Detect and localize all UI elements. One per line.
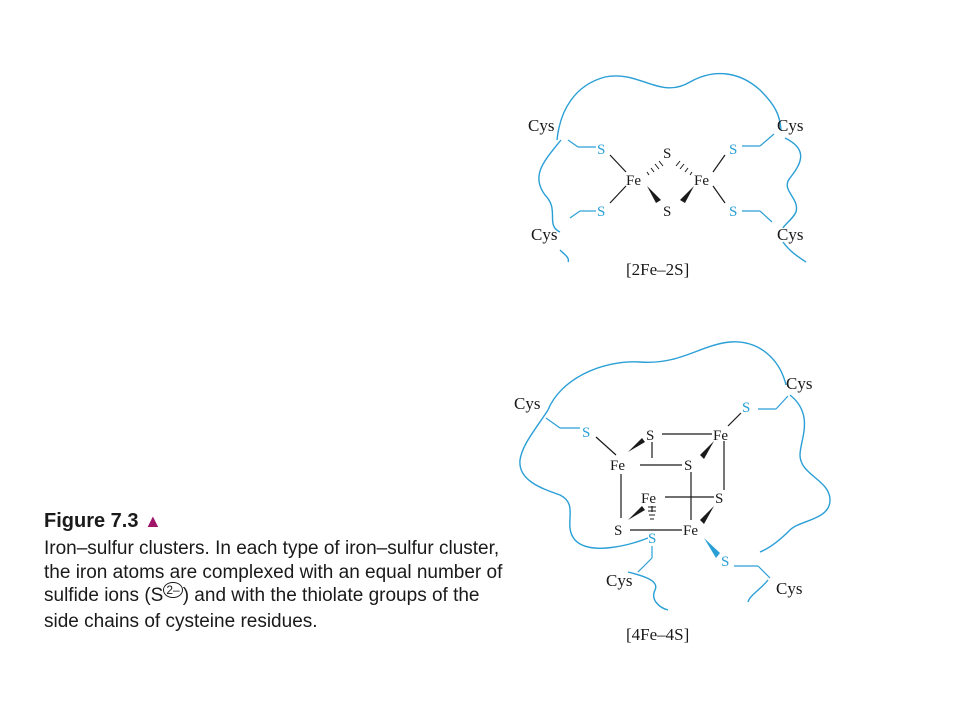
sulfide-atom: S: [614, 523, 622, 539]
sulfide-atom: S: [646, 428, 654, 444]
iron-atom: Fe: [610, 458, 625, 474]
triangle-icon: ▲: [144, 511, 162, 531]
cluster-label-2fe2s: [2Fe–2S]: [626, 260, 689, 279]
cys-bond: [759, 133, 775, 147]
sulfide-atom: S: [715, 491, 723, 507]
wedge-bond: [647, 186, 661, 203]
cys-label: Cys: [777, 225, 803, 244]
chain-bottom-right-4fe4s: [747, 579, 769, 603]
iron-atom: Fe: [713, 428, 728, 444]
s-fe-bond: [712, 185, 726, 204]
figure-heading: Figure 7.3 ▲: [44, 510, 514, 533]
cys-label: Cys: [786, 374, 812, 393]
s-fe-bond: [595, 436, 617, 456]
s-fe-bond: [727, 412, 742, 427]
hashed-bond: [675, 160, 693, 176]
cys-bond: [545, 417, 561, 429]
protein-chain-4fe4s: [547, 341, 787, 411]
sulfur-atom: S: [597, 204, 605, 220]
hashed-bond: [648, 506, 656, 520]
chain-left-2fe2s: [538, 139, 562, 233]
caption-text-part: ) and with the thiolate groups of the si…: [44, 585, 480, 632]
wedge-bond: [700, 506, 714, 524]
chain-right-lower-2fe2s: [782, 241, 807, 263]
caption-text: Iron–sulfur clusters. In each type of ir…: [44, 537, 514, 633]
iron-atom: Fe: [694, 173, 709, 189]
chain-left-lower-2fe2s: [559, 249, 570, 263]
wedge-bond: [628, 506, 645, 520]
wedge-bond: [680, 186, 694, 203]
wedge-bond: [700, 441, 714, 459]
sulfur-atom: S: [729, 142, 737, 158]
s-fe-bond: [712, 154, 726, 173]
sulfide-atom: S: [684, 458, 692, 474]
chain-right-4fe4s: [759, 394, 831, 553]
sulfur-atom: S: [582, 425, 590, 441]
cys-label: Cys: [531, 225, 557, 244]
wedge-bond: [628, 438, 645, 452]
sulfur-atom: S: [729, 204, 737, 220]
iron-atom: Fe: [683, 523, 698, 539]
caption-text-part: Iron–sulfur clusters. In each type of ir…: [44, 538, 503, 606]
cys-bond: [757, 565, 771, 579]
cys-label: Cys: [777, 116, 803, 135]
chain-bottom-left-4fe4s: [627, 571, 669, 611]
cys-label: Cys: [528, 116, 554, 135]
cys-label: Cys: [776, 579, 802, 598]
sulfur-atom: S: [721, 554, 729, 570]
iron-atom: Fe: [641, 491, 656, 507]
hashed-bond: [646, 160, 664, 176]
cys-bond: [569, 210, 581, 219]
sulfur-atom: S: [648, 531, 656, 547]
cys-bond: [567, 139, 579, 148]
cluster-4fe4s: S S S S S Fe Fe S Fe S S Fe Cys Cys Cys …: [514, 341, 831, 644]
cluster-2fe2s: S S S S S S Fe Fe Cys Cys Cys Cys [2Fe–2…: [528, 72, 807, 279]
chain-left-4fe4s: [519, 409, 649, 549]
cys-label: Cys: [514, 394, 540, 413]
cys-label: Cys: [606, 571, 632, 590]
cluster-label-4fe4s: [4Fe–4S]: [626, 625, 689, 644]
chain-right-2fe2s: [782, 137, 802, 229]
figure-caption: Figure 7.3 ▲ Iron–sulfur clusters. In ea…: [44, 510, 514, 633]
sulfide-atom: S: [663, 146, 671, 162]
cys-bond: [759, 210, 773, 223]
figure-label: Figure 7.3: [44, 510, 139, 532]
protein-chain-2fe2s: [556, 72, 782, 141]
iron-atom: Fe: [626, 173, 641, 189]
cys-bond: [637, 557, 653, 573]
cys-bond: [775, 395, 789, 410]
s-fe-bond: [609, 185, 627, 204]
ion-charge: 2–: [163, 582, 183, 598]
wedge-bond: [704, 538, 720, 558]
sulfide-atom: S: [663, 204, 671, 220]
s-fe-bond: [609, 154, 627, 173]
sulfur-atom: S: [742, 400, 750, 416]
sulfur-atom: S: [597, 142, 605, 158]
